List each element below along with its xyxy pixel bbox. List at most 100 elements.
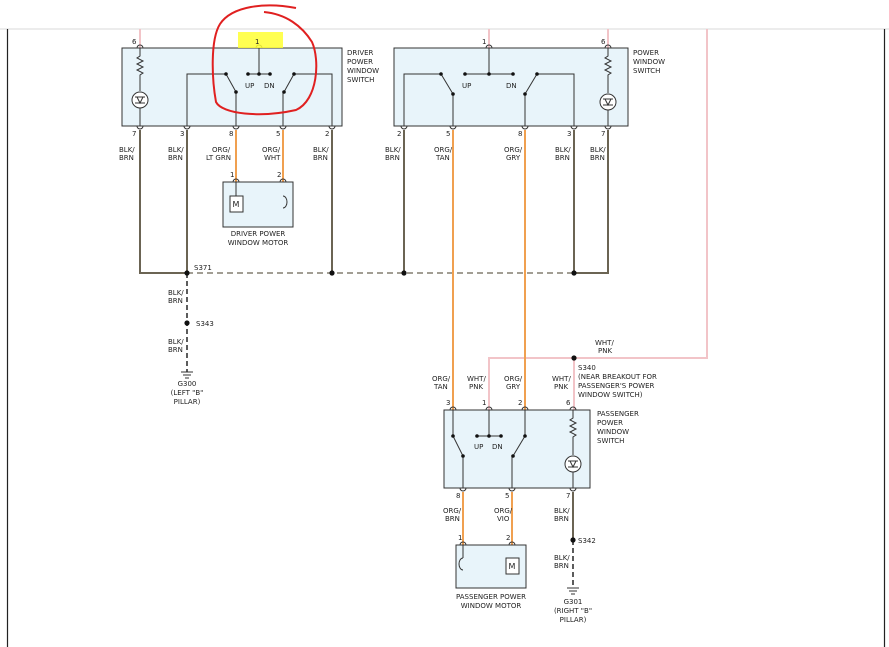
illumination-lamp-icon — [564, 455, 582, 473]
wire-label: BRN — [385, 154, 400, 162]
wire-label: ORG/ — [262, 146, 281, 154]
resistor-icon — [568, 410, 578, 455]
wire-label: BRN — [445, 515, 460, 523]
passenger-switch-contact — [461, 454, 465, 458]
ground-icon — [181, 371, 193, 379]
component-title: SWITCH — [347, 76, 374, 84]
ground-label: (LEFT "B" — [171, 389, 204, 397]
power-switch-contact — [535, 72, 539, 76]
splice-dot — [184, 320, 190, 326]
illumination-lamp-icon — [599, 93, 617, 111]
power-switch-internal-right — [537, 73, 575, 126]
illumination-lamp-icon — [131, 91, 149, 109]
wire-label: ORG/ — [212, 146, 231, 154]
passenger-switch-blade-up — [452, 435, 464, 457]
pin-number: 6 — [566, 399, 571, 407]
motor-icon — [505, 557, 520, 575]
connector-arcs-icon — [400, 44, 612, 130]
component-title: POWER — [597, 419, 623, 427]
power-switch-contact — [487, 72, 491, 76]
splice-label: S371 — [194, 264, 212, 272]
component-title: WINDOW MOTOR — [461, 602, 522, 610]
ground-label: PILLAR) — [174, 398, 201, 406]
component-title: POWER — [633, 49, 659, 57]
yellow-highlight — [238, 32, 283, 48]
splice-dot — [571, 270, 577, 276]
pin-number-highlighted: 1 — [255, 38, 259, 46]
splice-dot — [571, 355, 577, 361]
wire-label: WHT/ — [552, 375, 571, 383]
power-switch-blade-dn — [524, 73, 538, 95]
right-ground-path: S342 BLK/ BRN G301 (RIGHT "B" PILLAR) — [554, 537, 596, 624]
passenger-power-window-motor: M 1 2 PASSENGER POWER WINDOW MOTOR — [455, 534, 527, 610]
driver-switch-up-label: UP — [245, 82, 254, 90]
passenger-switch-up-label: UP — [474, 443, 483, 451]
splice-s340: WHT/ PNK S340 (NEAR BREAKOUT FOR PASSENG… — [571, 339, 657, 399]
component-title: DRIVER POWER — [231, 230, 286, 238]
pin-number: 2 — [518, 399, 522, 407]
pin-number: 2 — [325, 130, 329, 138]
power-switch-dn-label: DN — [506, 82, 517, 90]
driver-wire-labels: BLK/ BRN BLK/ BRN ORG/ LT GRN ORG/ WHT B… — [119, 146, 329, 162]
power-switch-contact — [451, 92, 455, 96]
wire-label: BRN — [168, 154, 183, 162]
motor-symbol: M — [509, 562, 516, 571]
wire-label: BLK/ — [168, 146, 184, 154]
wire-label: BRN — [554, 515, 569, 523]
passenger-switch-contact — [487, 434, 491, 438]
splice-label: S342 — [578, 537, 596, 545]
wire-ds-pin7 — [139, 130, 187, 274]
splice-dot — [329, 270, 335, 276]
wire-label: BLK/ — [119, 146, 135, 154]
left-ground-path: BLK/ BRN S343 BLK/ BRN G300 (LEFT "B" PI… — [168, 289, 214, 406]
splice-label: (NEAR BREAKOUT FOR — [578, 373, 657, 381]
power-window-switch: UP DN 1 6 2 5 8 3 7 POWER WINDOW SWITCH — [393, 38, 665, 138]
ground-label: (RIGHT "B" — [554, 607, 592, 615]
wire-label: WHT — [264, 154, 281, 162]
component-title: PASSENGER POWER — [456, 593, 526, 601]
wire-label: VIO — [497, 515, 510, 523]
ground-label: G301 — [564, 598, 583, 606]
splice-dot — [184, 270, 190, 276]
driver-switch-internal-right — [294, 73, 333, 126]
power-switch-contact — [511, 72, 515, 76]
passenger-switch-contact — [499, 434, 503, 438]
connector-arcs-icon — [232, 178, 287, 183]
wire-label: BRN — [313, 154, 328, 162]
driver-switch-contact — [257, 72, 261, 76]
driver-switch-body — [121, 47, 343, 127]
red-circle-annotation — [211, 4, 318, 116]
circuit-breaker-icon — [458, 557, 464, 571]
splice-label: S343 — [196, 320, 214, 328]
wires — [139, 29, 708, 588]
wire-label: BRN — [555, 154, 570, 162]
driver-switch-contact — [292, 72, 296, 76]
led-symbol-icon — [135, 96, 145, 105]
wire-label: BLK/ — [554, 554, 570, 562]
wire-label: ORG/ — [504, 146, 523, 154]
driver-switch-contact — [234, 90, 238, 94]
driver-switch-blade-dn — [283, 73, 295, 93]
wire-label: PNK — [469, 383, 483, 391]
driver-switch-contact — [224, 72, 228, 76]
passenger-switch-contact — [523, 434, 527, 438]
pin-number: 7 — [566, 492, 570, 500]
passenger-power-window-switch: UP DN 3 1 2 6 8 5 7 PASSENGER POWER WIND… — [443, 399, 639, 500]
splice-label: PASSENGER'S POWER — [578, 382, 654, 390]
driver-switch-blade-up — [225, 73, 237, 93]
pin-number: 5 — [446, 130, 450, 138]
splice-dot — [570, 537, 576, 543]
pin-number: 6 — [132, 38, 137, 46]
wire-label: PNK — [554, 383, 568, 391]
component-title: DRIVER — [347, 49, 374, 57]
component-title: WINDOW — [633, 58, 665, 66]
passenger-switch-contact — [451, 434, 455, 438]
pin-number: 5 — [276, 130, 280, 138]
power-switch-up-label: UP — [462, 82, 471, 90]
wire-label: BLK/ — [555, 146, 571, 154]
splice-label: WINDOW SWITCH) — [578, 391, 643, 399]
wire-label: GRY — [506, 383, 521, 391]
led-symbol-icon — [603, 98, 613, 107]
pin-number: 8 — [229, 130, 233, 138]
